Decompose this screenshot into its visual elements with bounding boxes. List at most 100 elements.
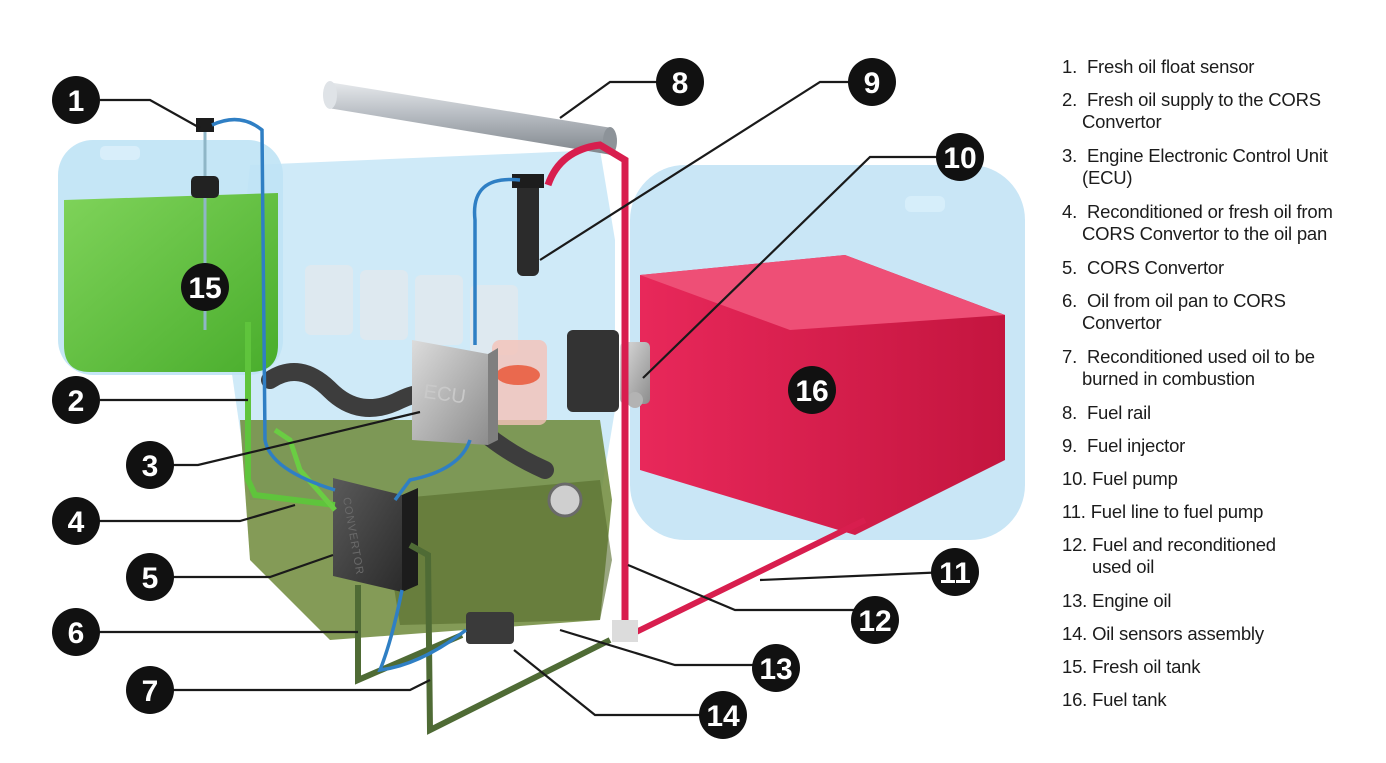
fuel-injector [512, 174, 544, 276]
marker-2: 2 [52, 376, 100, 424]
fuel-tank [630, 165, 1025, 540]
svg-text:3: 3 [142, 450, 159, 483]
legend-item-label: Fuel tank [1092, 689, 1167, 710]
svg-text:4: 4 [68, 506, 85, 539]
legend-list: 1. Fresh oil float sensor 2. Fresh oil su… [1062, 56, 1372, 722]
legend-item-9: 9. Fuel injector [1062, 435, 1372, 457]
svg-text:14: 14 [706, 700, 740, 733]
legend-item-label: Engine oil [1092, 590, 1172, 611]
legend-item-number: 4. [1062, 201, 1078, 222]
legend-item-14: 14. Oil sensors assembly [1062, 623, 1372, 645]
legend-item-label: Fresh oil float sensor [1086, 56, 1255, 77]
legend-item-label: Reconditioned used oil to be [1086, 346, 1315, 367]
marker-11: 11 [931, 548, 979, 596]
legend-item-continuation: (ECU) [1082, 167, 1133, 188]
legend-item-text: 1. Fresh oil float sensor [1062, 56, 1372, 78]
legend-item-number: 16. [1062, 689, 1088, 710]
marker-1: 1 [52, 76, 100, 124]
engine-oil-system-diagram: ECU CONVERTOR [52, 58, 1025, 739]
svg-text:16: 16 [795, 375, 828, 408]
legend-item-text: 9. Fuel injector [1062, 435, 1372, 457]
legend-item-5: 5. CORS Convertor [1062, 257, 1372, 279]
legend-item-text: 15. Fresh oil tank [1062, 656, 1372, 678]
svg-text:13: 13 [759, 653, 792, 686]
legend-item-number: 12. [1062, 534, 1088, 555]
legend-item-text: 2. Fresh oil supply to the CORS [1062, 89, 1372, 111]
legend-item-text: 16. Fuel tank [1062, 689, 1372, 711]
marker-9: 9 [848, 58, 896, 106]
svg-text:15: 15 [188, 272, 221, 305]
marker-14: 14 [699, 691, 747, 739]
svg-text:8: 8 [672, 67, 689, 100]
legend-item-continuation: burned in combustion [1082, 368, 1255, 389]
svg-text:1: 1 [68, 85, 85, 118]
legend-item-label: Fresh oil supply to the CORS [1086, 89, 1321, 110]
legend-item-text: 7. Reconditioned used oil to be [1062, 346, 1372, 368]
legend-item-text: 13. Engine oil [1062, 590, 1372, 612]
legend-item-text: 6. Oil from oil pan to CORS [1062, 290, 1372, 312]
legend-item-label: Fresh oil tank [1092, 656, 1201, 677]
legend-item-3: 3. Engine Electronic Control Unit(ECU) [1062, 145, 1372, 189]
leader-lines [76, 80, 960, 717]
cors-convertor: CONVERTOR [333, 478, 418, 592]
svg-text:10: 10 [943, 142, 976, 175]
legend-item-label: Oil sensors assembly [1092, 623, 1264, 644]
legend-item-number: 6. [1062, 290, 1078, 311]
marker-12: 12 [851, 596, 899, 644]
legend-item-number: 14. [1062, 623, 1088, 644]
fuel-pump [567, 330, 650, 412]
legend-item-number: 1. [1062, 56, 1078, 77]
markers: 1 2 3 4 5 6 7 8 9 10 11 12 13 14 15 16 [52, 58, 984, 739]
svg-text:5: 5 [142, 562, 159, 595]
marker-4: 4 [52, 497, 100, 545]
legend-item-number: 2. [1062, 89, 1078, 110]
legend-item-15: 15. Fresh oil tank [1062, 656, 1372, 678]
legend-item-13: 13. Engine oil [1062, 590, 1372, 612]
legend-item-continuation: Convertor [1082, 111, 1162, 132]
marker-13: 13 [752, 644, 800, 692]
marker-15: 15 [181, 263, 229, 311]
legend-item-8: 8. Fuel rail [1062, 402, 1372, 424]
legend-item-11: 11. Fuel line to fuel pump [1062, 501, 1372, 523]
legend-item-text: 12. Fuel and reconditioned [1062, 534, 1372, 556]
legend-item-text: 3. Engine Electronic Control Unit [1062, 145, 1372, 167]
legend-item-number: 3. [1062, 145, 1078, 166]
svg-text:2: 2 [68, 385, 85, 418]
legend-item-text: 4. Reconditioned or fresh oil from [1062, 201, 1372, 223]
marker-3: 3 [126, 441, 174, 489]
legend-item-label: Fuel line to fuel pump [1090, 501, 1264, 522]
fresh-oil-tank [58, 118, 283, 375]
legend-item-number: 9. [1062, 435, 1078, 456]
legend-item-text: 10. Fuel pump [1062, 468, 1372, 490]
legend-item-label: Oil from oil pan to CORS [1086, 290, 1286, 311]
legend-item-number: 5. [1062, 257, 1078, 278]
marker-6: 6 [52, 608, 100, 656]
legend-item-label: Fuel and reconditioned [1092, 534, 1276, 555]
legend-item-label: CORS Convertor [1086, 257, 1224, 278]
fuel-rail [323, 81, 617, 155]
marker-8: 8 [656, 58, 704, 106]
legend-item-number: 15. [1062, 656, 1088, 677]
legend-item-label: Fuel rail [1086, 402, 1151, 423]
marker-10: 10 [936, 133, 984, 181]
legend-item-1: 1. Fresh oil float sensor [1062, 56, 1372, 78]
svg-text:9: 9 [864, 67, 881, 100]
svg-text:12: 12 [858, 605, 891, 638]
svg-text:6: 6 [68, 617, 85, 650]
legend-item-label: Fuel pump [1092, 468, 1178, 489]
legend-item-continuation: Convertor [1082, 312, 1162, 333]
legend-item-label: Fuel injector [1086, 435, 1186, 456]
oil-sensors-assembly [466, 612, 514, 644]
svg-text:7: 7 [142, 675, 159, 708]
legend-item-number: 13. [1062, 590, 1088, 611]
legend-item-text: 11. Fuel line to fuel pump [1062, 501, 1372, 523]
legend-item-label: Engine Electronic Control Unit [1086, 145, 1328, 166]
fuel-lines [544, 141, 867, 642]
legend-item-continuation: used oil [1092, 556, 1155, 577]
marker-16: 16 [788, 366, 836, 414]
legend-item-number: 8. [1062, 402, 1078, 423]
